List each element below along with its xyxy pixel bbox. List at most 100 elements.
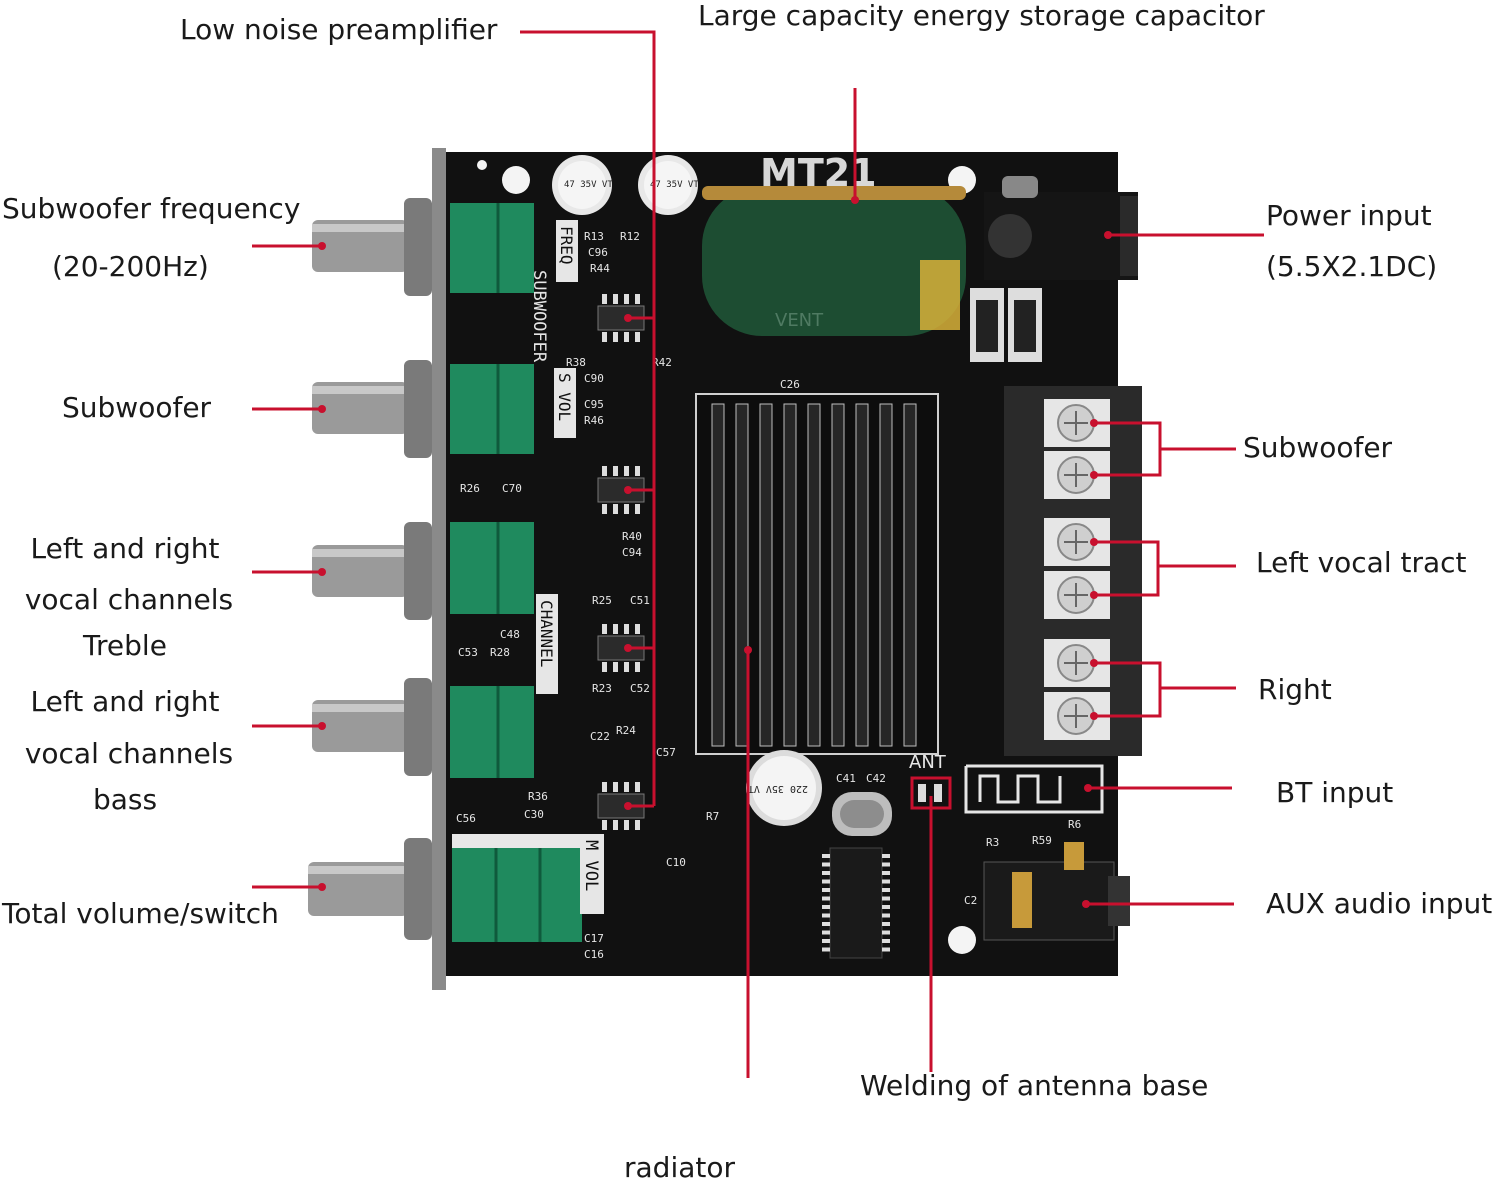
label-bass-1: Left and right [30, 685, 220, 718]
chip-pin [624, 332, 629, 342]
svg-text:C90: C90 [584, 372, 604, 385]
silk-subwoofer-text: SUBWOOFER [529, 270, 549, 363]
svg-text:R59: R59 [1032, 834, 1052, 847]
potentiometer-treble [450, 522, 534, 614]
mount-hole [502, 166, 530, 194]
bt-chip-pin [822, 879, 830, 884]
chip-pin [613, 624, 618, 634]
chip-pin [635, 504, 640, 514]
chip-pin [613, 820, 618, 830]
svg-text:C95: C95 [584, 398, 604, 411]
label-left-vocal: Left vocal tract [1256, 546, 1467, 579]
bt-chip-pin [882, 939, 890, 943]
svg-text:R44: R44 [590, 262, 610, 275]
svg-text:47 35V VT: 47 35V VT [650, 180, 699, 190]
svg-text:R28: R28 [490, 646, 510, 659]
chip-pin [602, 504, 607, 514]
bt-chip-pin [822, 871, 830, 875]
heatsink-radiator [695, 393, 939, 755]
bt-chip-pin [822, 939, 830, 943]
potentiometer-bass [450, 686, 534, 778]
bt-chip-pin [882, 905, 890, 909]
front-panel [432, 148, 446, 990]
svg-text:C41: C41 [836, 772, 856, 785]
label-subwoofer-left: Subwoofer [62, 391, 212, 424]
bt-chip-pin [822, 888, 830, 892]
chip-pin [624, 820, 629, 830]
chip-pin [635, 820, 640, 830]
knob-subwoofer [312, 360, 432, 458]
chip-pin [624, 662, 629, 672]
leader-low-noise-preamp [520, 30, 656, 806]
knob-treble [312, 522, 432, 620]
svg-text:C26: C26 [780, 378, 800, 391]
silk-channel-text: CHANNEL [537, 600, 556, 667]
label-bt-input: BT input [1276, 776, 1394, 809]
aux-jack [983, 842, 1130, 941]
diode [1014, 300, 1036, 352]
bt-chip-pin [882, 879, 890, 884]
silkscreen-channel: CHANNEL [536, 594, 558, 694]
svg-text:R36: R36 [528, 790, 548, 803]
label-aux-input: AUX audio input [1266, 887, 1493, 920]
bt-chip-pin [882, 862, 890, 867]
svg-text:R26: R26 [460, 482, 480, 495]
bt-chip-pin [882, 922, 890, 926]
knob-subwoofer-frequency [312, 198, 432, 296]
chip-pin [613, 332, 618, 342]
svg-text:C70: C70 [502, 482, 522, 495]
energy-storage-capacitor: VENT [702, 186, 966, 336]
heatsink-fin [831, 403, 845, 747]
label-sub-freq-1: Subwoofer frequency [2, 192, 301, 225]
silk-ant: ANT [909, 752, 947, 773]
silk-mvol-text: M VOL [581, 840, 601, 891]
bt-chip-pin [822, 913, 830, 918]
svg-text:R12: R12 [620, 230, 640, 243]
silkscreen-s-vol: S VOL [554, 368, 576, 438]
silk-freq-text: FREQ [557, 226, 576, 265]
svg-text:220 35V VT: 220 35V VT [748, 783, 808, 794]
svg-text:C56: C56 [456, 812, 476, 825]
svg-text:R3: R3 [986, 836, 999, 849]
svg-text:C57: C57 [656, 746, 676, 759]
chip-pin [602, 820, 607, 830]
mount-hole [477, 160, 487, 170]
label-bass-2: vocal channels [24, 737, 234, 770]
svg-text:C52: C52 [630, 682, 650, 695]
chip-pin [602, 624, 607, 634]
power-jack [984, 176, 1138, 280]
chip-pin [624, 504, 629, 514]
chip-pin [635, 624, 640, 634]
speaker-terminal-block [1004, 386, 1142, 756]
chip-pin [613, 466, 618, 476]
silkscreen-m-vol: M VOL [580, 834, 604, 914]
bt-chip-pin [882, 854, 890, 858]
label-right: Right [1258, 673, 1332, 706]
chip-pin [602, 332, 607, 342]
bt-antenna-trace [964, 764, 1104, 814]
preamp-chip [597, 466, 645, 514]
heatsink-fin [903, 403, 917, 747]
chip-pin [624, 624, 629, 634]
chip-pin [613, 782, 618, 792]
bt-chip-pin [822, 922, 830, 926]
bt-chip-pin [822, 905, 830, 909]
svg-text:C96: C96 [588, 246, 608, 259]
heatsink-fin [783, 403, 797, 747]
svg-text:C2: C2 [964, 894, 977, 907]
crystal [840, 800, 884, 828]
chip-pin [635, 466, 640, 476]
silkscreen-subwoofer: SUBWOOFER [529, 270, 549, 363]
svg-text:C17: C17 [584, 932, 604, 945]
svg-text:R46: R46 [584, 414, 604, 427]
svg-text:R6: R6 [1068, 818, 1081, 831]
chip-pin [635, 332, 640, 342]
bt-chip-pin [882, 930, 890, 935]
potentiometer-freq [450, 203, 534, 293]
chip-pin [635, 782, 640, 792]
chip-body [597, 477, 645, 503]
svg-text:R38: R38 [566, 356, 586, 369]
bt-chip-pin [882, 947, 890, 952]
capacitor-220: 220 35V VT [746, 750, 822, 826]
